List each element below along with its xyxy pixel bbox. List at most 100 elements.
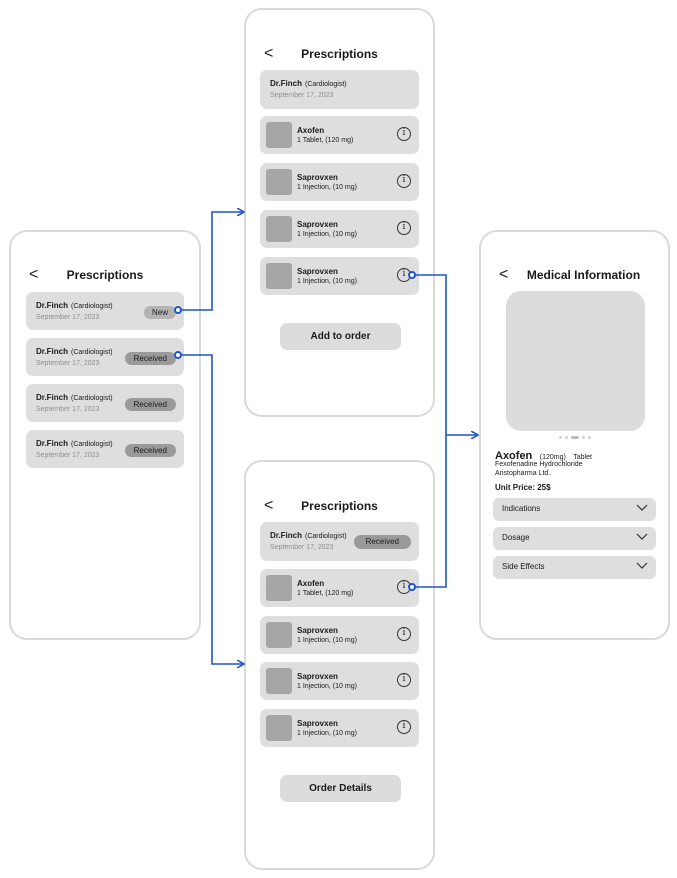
prescription-date: September 17, 2023: [270, 544, 334, 551]
doctor-role: (Cardiologist): [71, 441, 113, 448]
accordion-dosage[interactable]: Dosage: [493, 527, 656, 550]
header: < Medical Information: [481, 265, 668, 285]
prescription-date: September 17, 2023: [270, 92, 334, 99]
medication-image-carousel[interactable]: [506, 291, 645, 431]
medication-image: [266, 575, 292, 601]
medication-image: [266, 263, 292, 289]
doctor-name: Dr.Finch: [36, 439, 69, 448]
medication-item[interactable]: Saprovxen 1 Injection, (10 mg) i: [260, 257, 419, 295]
prescription-card[interactable]: Dr.Finch(Cardiologist) September 17, 202…: [26, 292, 184, 330]
medication-name: Saprovxen: [297, 267, 338, 276]
back-icon[interactable]: <: [499, 266, 509, 283]
medication-name: Saprovxen: [297, 672, 338, 681]
chevron-down-icon: [636, 504, 648, 511]
prescription-card[interactable]: Dr.Finch(Cardiologist) September 17, 202…: [26, 338, 184, 376]
back-icon[interactable]: <: [264, 497, 274, 514]
header: < Prescriptions: [246, 496, 433, 516]
doctor-role: (Cardiologist): [71, 349, 113, 356]
doctor-role: (Cardiologist): [305, 533, 347, 540]
info-icon[interactable]: i: [397, 627, 411, 641]
info-icon[interactable]: i: [397, 174, 411, 188]
doctor-name: Dr.Finch: [36, 347, 69, 356]
back-icon[interactable]: <: [264, 45, 274, 62]
doctor-role: (Cardiologist): [305, 81, 347, 88]
chevron-down-icon: [636, 562, 648, 569]
accordion-label: Indications: [502, 504, 541, 513]
back-icon[interactable]: <: [29, 266, 39, 283]
prescription-date: September 17, 2023: [36, 314, 100, 321]
carousel-dots[interactable]: [481, 436, 668, 439]
manufacturer: Aristopharma Ltd.: [495, 470, 551, 477]
header: < Prescriptions: [11, 265, 199, 285]
medication-item[interactable]: Saprovxen 1 Injection, (10 mg) i: [260, 210, 419, 248]
medication-dose: 1 Injection, (10 mg): [297, 184, 357, 191]
drug-name: Axofen: [495, 450, 533, 462]
connector-node-info-top: [408, 271, 416, 279]
connector-node-received: [174, 351, 182, 359]
medication-dose: 1 Injection, (10 mg): [297, 683, 357, 690]
info-icon[interactable]: i: [397, 673, 411, 687]
page-title: Prescriptions: [301, 47, 378, 61]
status-badge: Received: [124, 352, 176, 365]
medication-item[interactable]: Saprovxen 1 Injection, (10 mg) i: [260, 709, 419, 747]
medication-dose: 1 Tablet, (120 mg): [297, 137, 354, 144]
connector-node-new: [174, 306, 182, 314]
medication-image: [266, 715, 292, 741]
status-badge: Received: [353, 535, 411, 549]
status-badge: Received: [124, 398, 176, 411]
connector-node-info-bottom: [408, 583, 416, 591]
info-icon[interactable]: i: [397, 127, 411, 141]
doctor-card: Dr.Finch(Cardiologist) September 17, 202…: [260, 522, 419, 561]
doctor-name: Dr.Finch: [270, 79, 303, 88]
order-details-button[interactable]: Order Details: [280, 775, 401, 802]
medication-item[interactable]: Saprovxen 1 Injection, (10 mg) i: [260, 662, 419, 700]
doctor-role: (Cardiologist): [71, 395, 113, 402]
prescription-card[interactable]: Dr.Finch(Cardiologist) September 17, 202…: [26, 430, 184, 468]
medication-image: [266, 668, 292, 694]
drug-strength: (120mg): [539, 454, 566, 461]
medication-image: [266, 216, 292, 242]
screen-prescription-received: < Prescriptions Dr.Finch(Cardiologist) S…: [244, 460, 435, 870]
accordion-side-effects[interactable]: Side Effects: [493, 556, 656, 579]
medication-dose: 1 Injection, (10 mg): [297, 278, 357, 285]
medication-item[interactable]: Axofen 1 Tablet, (120 mg) i: [260, 569, 419, 607]
prescription-date: September 17, 2023: [36, 452, 100, 459]
drug-title: Axofen (120mg) Tablet: [495, 446, 592, 464]
medication-dose: 1 Injection, (10 mg): [297, 730, 357, 737]
medication-name: Axofen: [297, 579, 325, 588]
medication-dose: 1 Tablet, (120 mg): [297, 590, 354, 597]
accordion-label: Dosage: [502, 533, 530, 542]
chevron-down-icon: [636, 533, 648, 540]
prescription-date: September 17, 2023: [36, 360, 100, 367]
info-icon[interactable]: i: [397, 720, 411, 734]
medication-image: [266, 169, 292, 195]
doctor-card: Dr.Finch(Cardiologist) September 17, 202…: [260, 70, 419, 109]
doctor-name: Dr.Finch: [270, 531, 303, 540]
info-icon[interactable]: i: [397, 221, 411, 235]
status-badge: Received: [124, 444, 176, 457]
prescription-date: September 17, 2023: [36, 406, 100, 413]
screen-prescription-new: < Prescriptions Dr.Finch(Cardiologist) S…: [244, 8, 435, 417]
screen-prescriptions-list: < Prescriptions Dr.Finch(Cardiologist) S…: [9, 230, 201, 640]
doctor-name: Dr.Finch: [36, 301, 69, 310]
prescription-card[interactable]: Dr.Finch(Cardiologist) September 17, 202…: [26, 384, 184, 422]
medication-item[interactable]: Axofen 1 Tablet, (120 mg) i: [260, 116, 419, 154]
medication-item[interactable]: Saprovxen 1 Injection, (10 mg) i: [260, 163, 419, 201]
page-title: Prescriptions: [66, 268, 144, 282]
doctor-name: Dr.Finch: [36, 393, 69, 402]
add-to-order-button[interactable]: Add to order: [280, 323, 401, 350]
accordion-indications[interactable]: Indications: [493, 498, 656, 521]
medication-name: Axofen: [297, 126, 325, 135]
medication-name: Saprovxen: [297, 220, 338, 229]
page-title: Prescriptions: [301, 499, 378, 513]
doctor-role: (Cardiologist): [71, 303, 113, 310]
screen-medical-information: < Medical Information Axofen (120mg) Tab…: [479, 230, 670, 640]
medication-dose: 1 Injection, (10 mg): [297, 231, 357, 238]
medication-image: [266, 622, 292, 648]
medication-item[interactable]: Saprovxen 1 Injection, (10 mg) i: [260, 616, 419, 654]
generic-name: Fexofenadine Hydrochloride: [495, 461, 583, 468]
status-badge: New: [143, 306, 176, 319]
medication-name: Saprovxen: [297, 173, 338, 182]
medication-dose: 1 Injection, (10 mg): [297, 637, 357, 644]
page-title: Medical Information: [526, 268, 641, 282]
